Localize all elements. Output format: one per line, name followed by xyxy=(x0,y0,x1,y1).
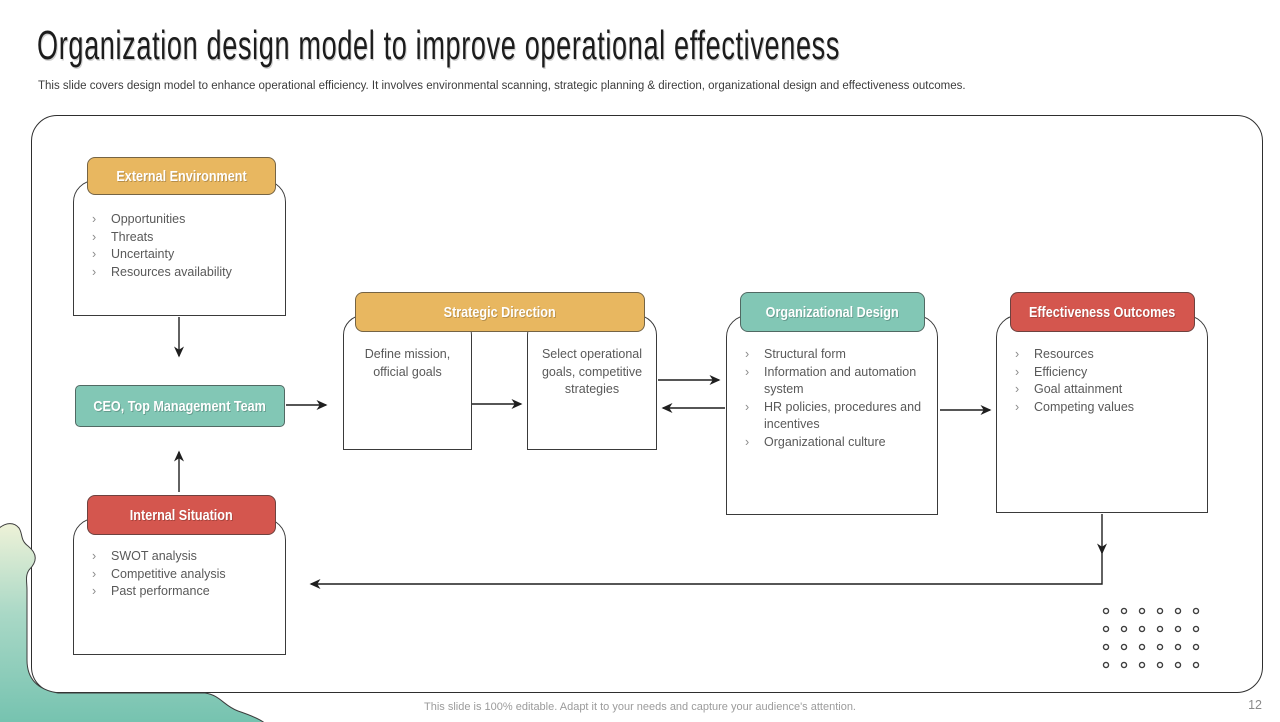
list-item: Goal attainment xyxy=(1007,381,1201,399)
page-number: 12 xyxy=(1248,698,1262,712)
define-mission-text: Define mission, official goals xyxy=(364,347,451,379)
select-goals-text: Select operational goals, competitive st… xyxy=(541,347,643,397)
list-item: Competing values xyxy=(1007,399,1201,417)
list-item: Structural form xyxy=(737,346,931,364)
ceo-top-management-box: CEO, Top Management Team xyxy=(75,385,285,427)
list-item: Past performance xyxy=(84,583,279,601)
page-title: Organization design model to improve ope… xyxy=(37,22,841,68)
internal-situation-header: Internal Situation xyxy=(87,495,276,535)
list-item: HR policies, procedures and incentives xyxy=(737,399,931,434)
list-item: Uncertainty xyxy=(84,246,279,264)
list-item: SWOT analysis xyxy=(84,548,279,566)
define-mission-box: Define mission, official goals xyxy=(343,315,472,450)
list-item: Opportunities xyxy=(84,211,279,229)
internal-situation-box: SWOT analysis Competitive analysis Past … xyxy=(73,518,286,655)
external-environment-list: Opportunities Threats Uncertainty Resour… xyxy=(84,211,279,281)
list-item: Information and automation system xyxy=(737,364,931,399)
dots-ornament xyxy=(1097,602,1205,674)
external-environment-header: External Environment xyxy=(87,157,276,195)
strategic-direction-header: Strategic Direction xyxy=(355,292,645,332)
effectiveness-outcomes-header: Effectiveness Outcomes xyxy=(1010,292,1195,332)
external-environment-box: Opportunities Threats Uncertainty Resour… xyxy=(73,180,286,316)
footer-note: This slide is 100% editable. Adapt it to… xyxy=(424,701,856,713)
effectiveness-outcomes-list: Resources Efficiency Goal attainment Com… xyxy=(1007,346,1201,416)
page-subtitle: This slide covers design model to enhanc… xyxy=(38,80,966,92)
list-item: Threats xyxy=(84,229,279,247)
list-item: Efficiency xyxy=(1007,364,1201,382)
organizational-design-box: Structural form Information and automati… xyxy=(726,315,938,515)
list-item: Resources xyxy=(1007,346,1201,364)
organizational-design-list: Structural form Information and automati… xyxy=(737,346,931,452)
effectiveness-outcomes-box: Resources Efficiency Goal attainment Com… xyxy=(996,315,1208,513)
list-item: Resources availability xyxy=(84,264,279,282)
organizational-design-header: Organizational Design xyxy=(740,292,925,332)
internal-situation-list: SWOT analysis Competitive analysis Past … xyxy=(84,548,279,601)
list-item: Organizational culture xyxy=(737,434,931,452)
select-goals-box: Select operational goals, competitive st… xyxy=(527,315,657,450)
list-item: Competitive analysis xyxy=(84,566,279,584)
